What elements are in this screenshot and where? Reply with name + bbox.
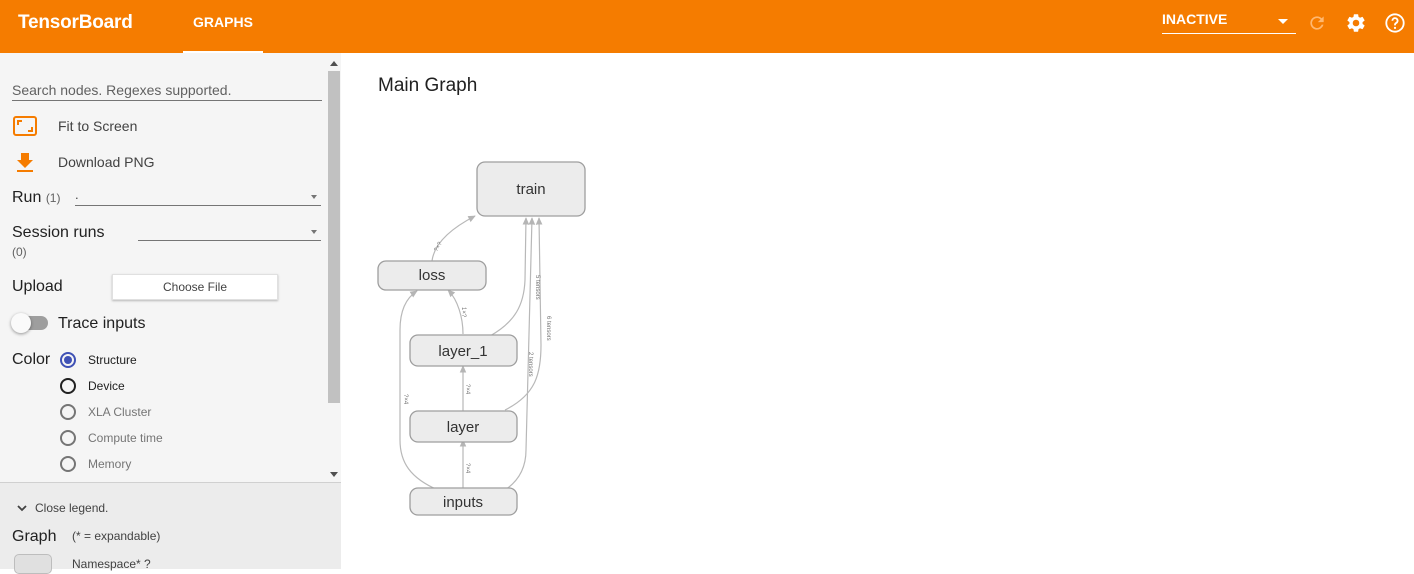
edge-inputs-train[interactable] <box>504 217 536 491</box>
graph-canvas[interactable]: ?×? 1×? ?×4 ?×4 5 tensors 6 tensors 2 te… <box>360 150 620 530</box>
edge-layer-train[interactable] <box>504 217 543 411</box>
node-label: inputs <box>443 494 483 511</box>
color-option-compute-time[interactable]: Compute time <box>60 428 163 448</box>
download-png-button[interactable]: Download PNG <box>12 150 155 174</box>
close-legend-label: Close legend. <box>35 501 109 515</box>
download-icon <box>17 153 33 172</box>
edge-label: 5 tensors <box>534 275 540 300</box>
scrollbar-thumb[interactable] <box>328 71 340 403</box>
fit-to-screen-button[interactable]: Fit to Screen <box>12 114 137 138</box>
fit-screen-icon <box>13 116 37 136</box>
settings-button[interactable] <box>1345 12 1367 34</box>
edge-inputs-loss[interactable] <box>399 290 439 491</box>
chevron-down-icon <box>311 230 317 234</box>
refresh-icon <box>1310 16 1324 30</box>
run-label-row: Run (1) <box>12 189 60 207</box>
run-status-label: INACTIVE <box>1162 11 1228 27</box>
sidebar-scrollbar[interactable] <box>327 61 340 481</box>
color-option-label: Compute time <box>88 431 163 445</box>
app-title: TensorBoard <box>18 12 133 33</box>
color-option-memory[interactable]: Memory <box>60 454 131 474</box>
node-label: layer_1 <box>438 343 487 360</box>
fit-to-screen-label: Fit to Screen <box>58 118 138 134</box>
edge-label: ?×? <box>434 241 445 253</box>
edge-layer1-train[interactable] <box>489 217 530 337</box>
scroll-up-icon[interactable] <box>330 61 338 66</box>
legend-graph-label: Graph <box>12 528 57 545</box>
namespace-swatch <box>14 554 52 574</box>
chevron-down-icon <box>311 195 317 199</box>
page-title: Main Graph <box>378 75 478 96</box>
node-label: train <box>516 181 545 198</box>
node-inputs[interactable]: inputs <box>409 487 518 516</box>
legend-panel: Close legend. Graph (* = expandable) Nam… <box>0 482 341 574</box>
color-label: Color <box>12 351 51 368</box>
download-png-label: Download PNG <box>58 154 155 170</box>
radio-icon <box>60 404 76 420</box>
chevron-down-icon <box>1278 19 1288 24</box>
run-select-value: . <box>75 187 79 202</box>
trace-inputs-toggle[interactable] <box>11 313 48 333</box>
edge-label: ?×4 <box>464 463 470 474</box>
active-tab-indicator <box>183 51 263 53</box>
chevron-down-icon <box>17 505 27 512</box>
radio-icon <box>60 430 76 446</box>
close-legend-button[interactable]: Close legend. <box>16 501 108 515</box>
node-label: layer <box>447 419 480 436</box>
run-label: Run <box>12 189 42 206</box>
radio-checked-icon <box>60 352 76 368</box>
trace-inputs-label: Trace inputs <box>58 315 146 332</box>
node-layer-1[interactable]: layer_1 <box>409 334 518 367</box>
search-input[interactable]: Search nodes. Regexes supported. <box>12 80 322 101</box>
session-runs-count: (0) <box>12 245 27 259</box>
scroll-down-icon[interactable] <box>330 472 338 477</box>
sidebar: Search nodes. Regexes supported. Fit to … <box>0 53 341 482</box>
radio-icon <box>60 378 76 394</box>
color-option-structure[interactable]: Structure <box>60 350 137 370</box>
color-option-label: Device <box>88 379 125 393</box>
search-placeholder: Search nodes. Regexes supported. <box>12 82 232 98</box>
namespace-label: Namespace* ? <box>72 557 151 571</box>
edge-loss-train[interactable] <box>431 215 476 262</box>
node-loss[interactable]: loss <box>377 260 487 291</box>
refresh-button[interactable] <box>1306 12 1328 34</box>
node-layer[interactable]: layer <box>409 410 518 443</box>
session-runs-select[interactable] <box>138 222 321 241</box>
top-bar: TensorBoard GRAPHS INACTIVE <box>0 0 1414 53</box>
color-option-label: Structure <box>88 353 137 367</box>
run-count: (1) <box>45 191 61 205</box>
session-runs-label: Session runs <box>12 224 105 241</box>
radio-icon <box>60 456 76 472</box>
run-select[interactable]: . <box>75 187 321 206</box>
edge-label: 1×? <box>460 307 466 318</box>
upload-label: Upload <box>12 278 63 295</box>
color-option-device[interactable]: Device <box>60 376 125 396</box>
color-option-label: Memory <box>88 457 132 471</box>
tab-graphs[interactable]: GRAPHS <box>183 0 263 53</box>
help-icon <box>1385 13 1405 33</box>
edge-label: ?×4 <box>464 384 470 395</box>
toggle-knob <box>11 313 31 333</box>
edge-label: 2 tensors <box>527 352 533 377</box>
gear-icon <box>1347 14 1365 32</box>
node-train[interactable]: train <box>476 161 586 217</box>
edge-layer1-loss[interactable] <box>447 289 464 335</box>
run-status-select[interactable]: INACTIVE <box>1162 11 1296 34</box>
expandable-note: (* = expandable) <box>72 529 161 543</box>
help-button[interactable] <box>1384 12 1406 34</box>
tab-graphs-label: GRAPHS <box>193 14 253 30</box>
edge-label: 6 tensors <box>545 316 551 341</box>
node-label: loss <box>419 267 446 284</box>
choose-file-button[interactable]: Choose File <box>112 274 278 300</box>
color-option-xla-cluster[interactable]: XLA Cluster <box>60 402 151 422</box>
color-option-label: XLA Cluster <box>88 405 152 419</box>
edge-label: ?×4 <box>402 394 408 405</box>
